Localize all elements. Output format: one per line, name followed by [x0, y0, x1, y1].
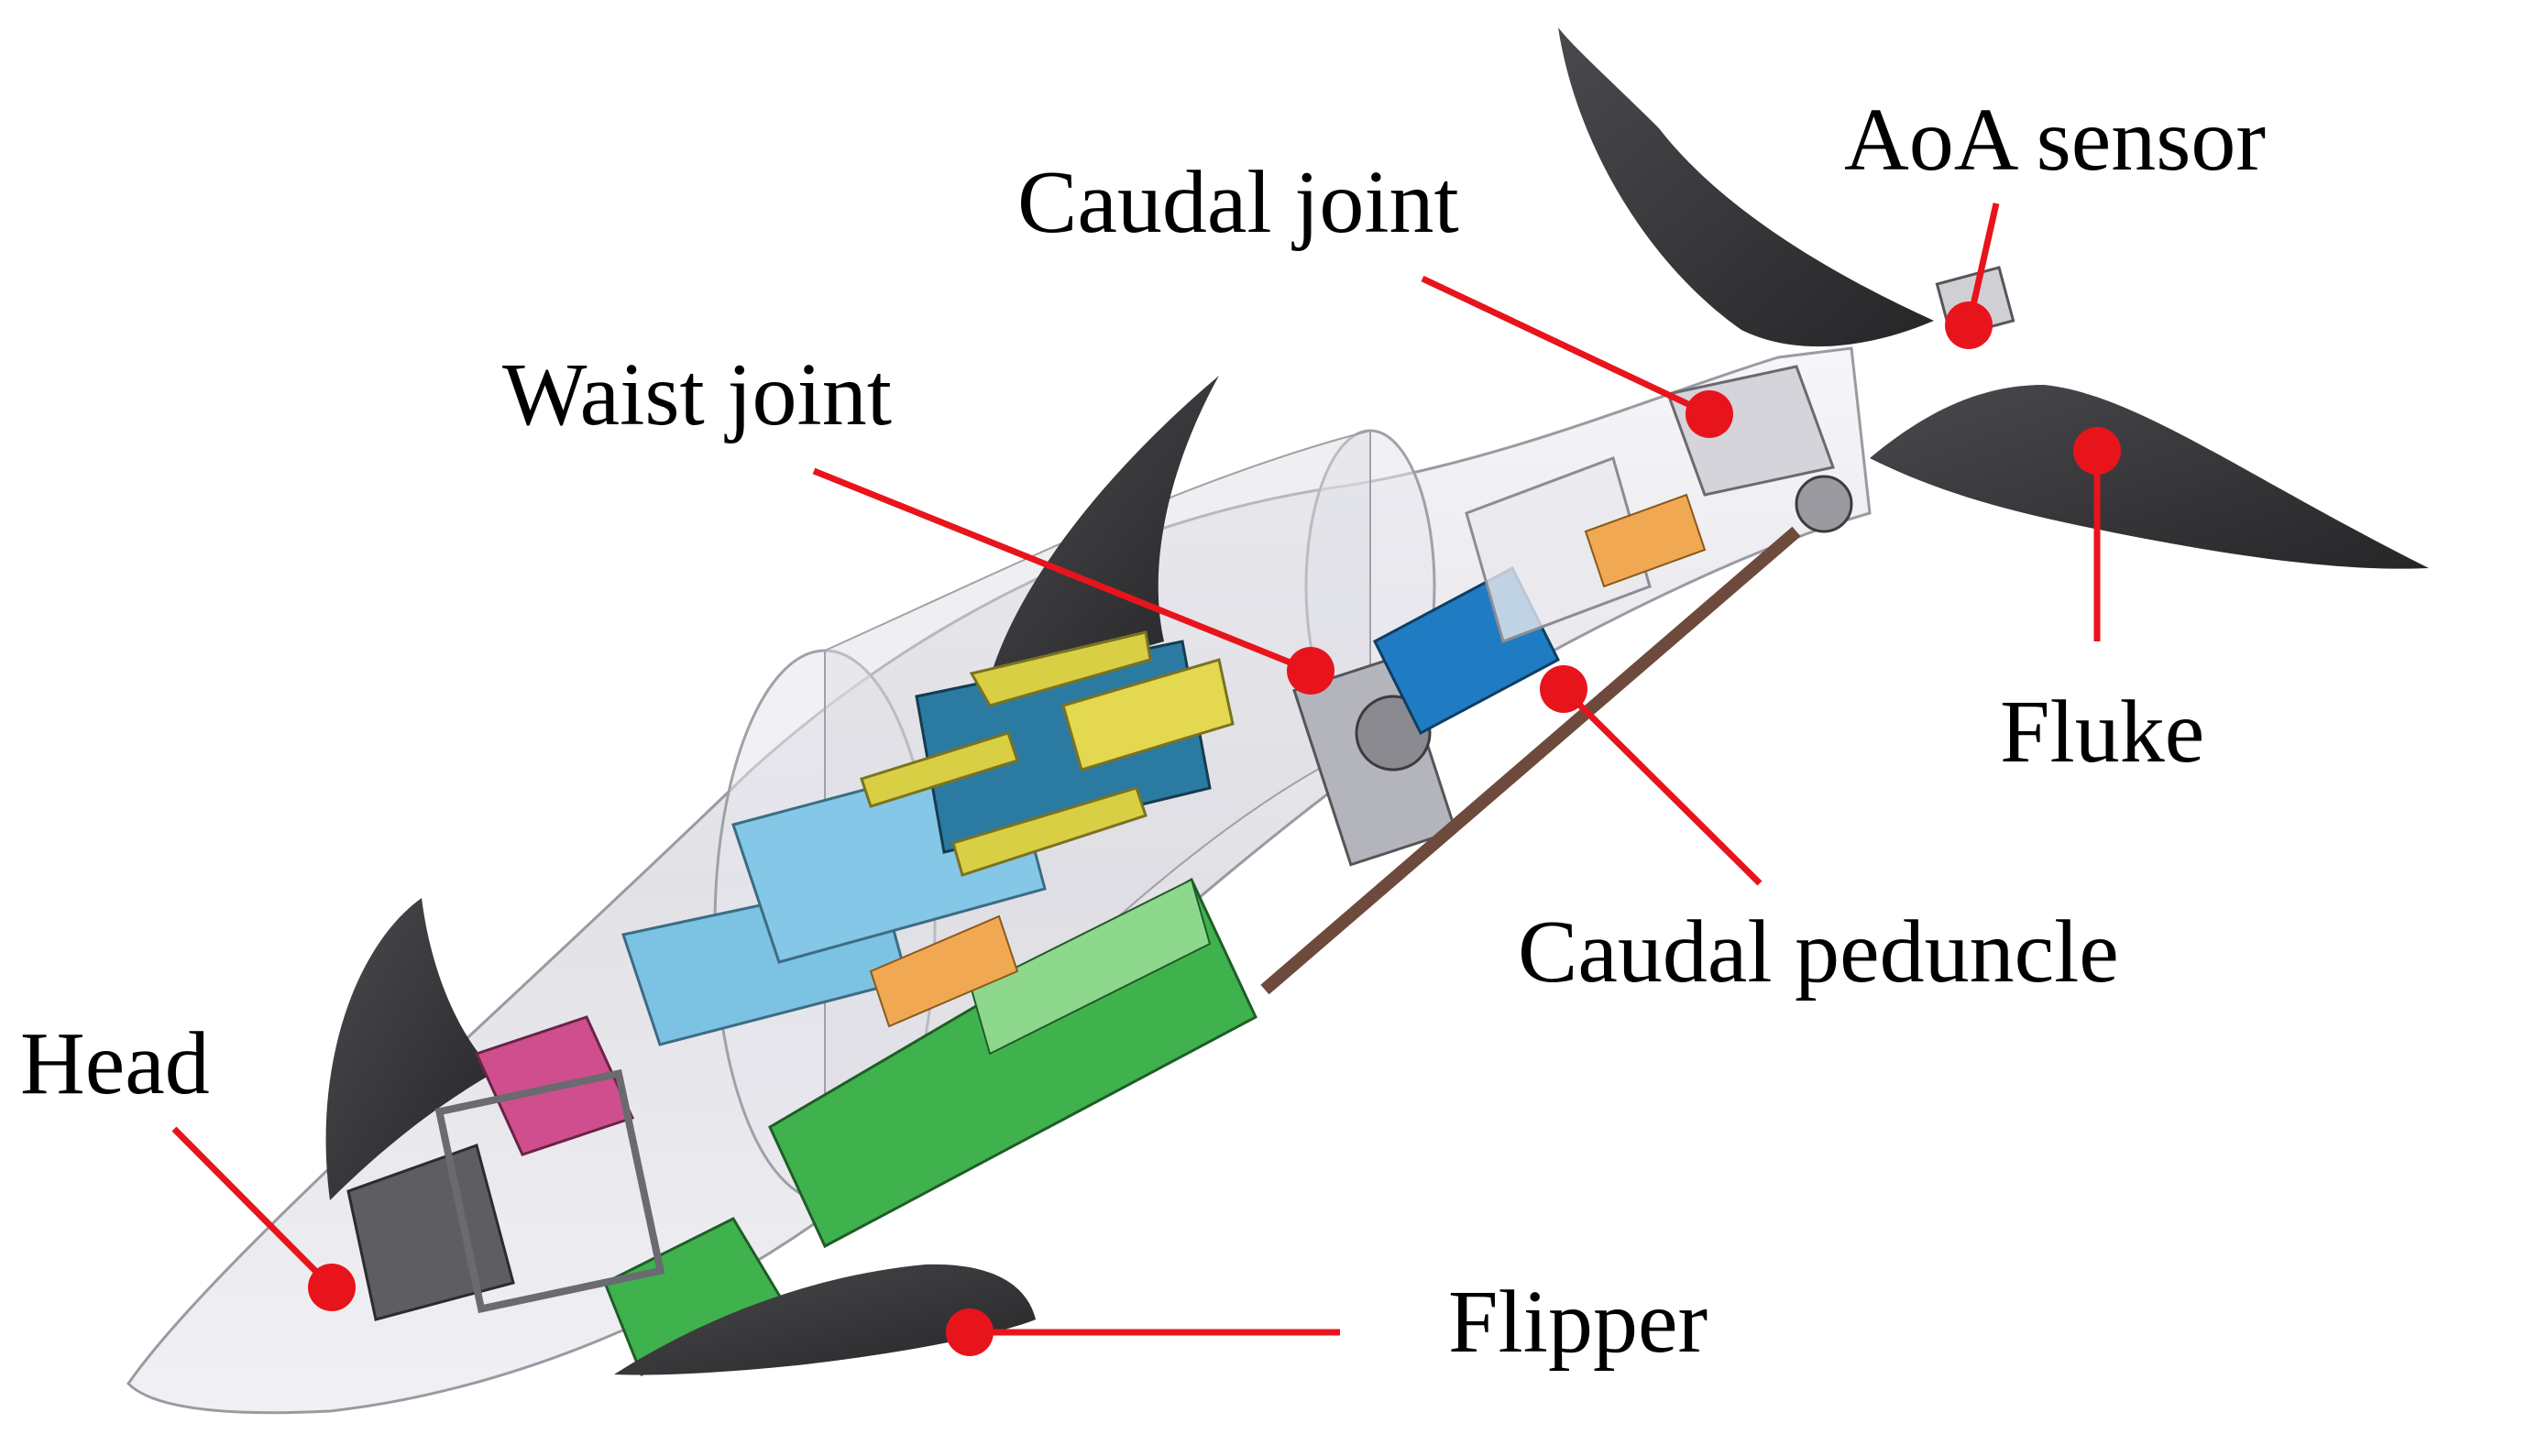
- callout-dot-head: [308, 1264, 356, 1311]
- orange-block: [869, 914, 1019, 1028]
- peduncle-frame: [1465, 456, 1652, 643]
- head-side-fin: [325, 898, 495, 1200]
- fluke-upper: [1558, 27, 1934, 347]
- callout-line-waist-joint: [812, 467, 1312, 674]
- fluke-lower: [1870, 385, 2429, 569]
- callout-dot-caudal-joint: [1686, 390, 1733, 438]
- callout-dot-flipper: [946, 1308, 994, 1356]
- flipper-fin: [614, 1264, 1036, 1375]
- callout-line-caudal-joint: [1421, 275, 1711, 418]
- dorsal-fin: [990, 376, 1219, 678]
- label-head: Head: [20, 1014, 210, 1113]
- yellow-rail-top: [969, 630, 1152, 707]
- callout-dot-peduncle: [1540, 665, 1587, 713]
- callout-line-peduncle: [1561, 686, 1763, 886]
- light-green-block: [970, 878, 1212, 1056]
- caudal-gear: [1795, 475, 1853, 533]
- label-aoa-sensor: AoA sensor: [1844, 91, 2267, 190]
- callout-dots: [308, 301, 2121, 1356]
- yellow-rail-right: [951, 786, 1148, 877]
- callout-dot-waist-joint: [1287, 647, 1334, 695]
- label-caudal-joint: Caudal joint: [1017, 153, 1459, 252]
- callout-dot-aoa: [1945, 301, 1993, 349]
- callout-dot-fluke: [2073, 427, 2121, 475]
- label-waist-joint: Waist joint: [502, 345, 892, 444]
- label-caudal-peduncle: Caudal peduncle: [1518, 903, 2119, 1002]
- yellow-block: [1061, 658, 1235, 772]
- orange-cylinder: [1584, 493, 1707, 588]
- label-flipper: Flipper: [1448, 1273, 1708, 1372]
- yellow-rail-left: [860, 731, 1019, 808]
- internal-components: [346, 365, 1853, 1376]
- head-frame: [434, 1068, 665, 1314]
- lower-rail: [1260, 526, 1801, 995]
- label-fluke: Fluke: [2000, 683, 2205, 782]
- callout-line-head: [171, 1126, 335, 1290]
